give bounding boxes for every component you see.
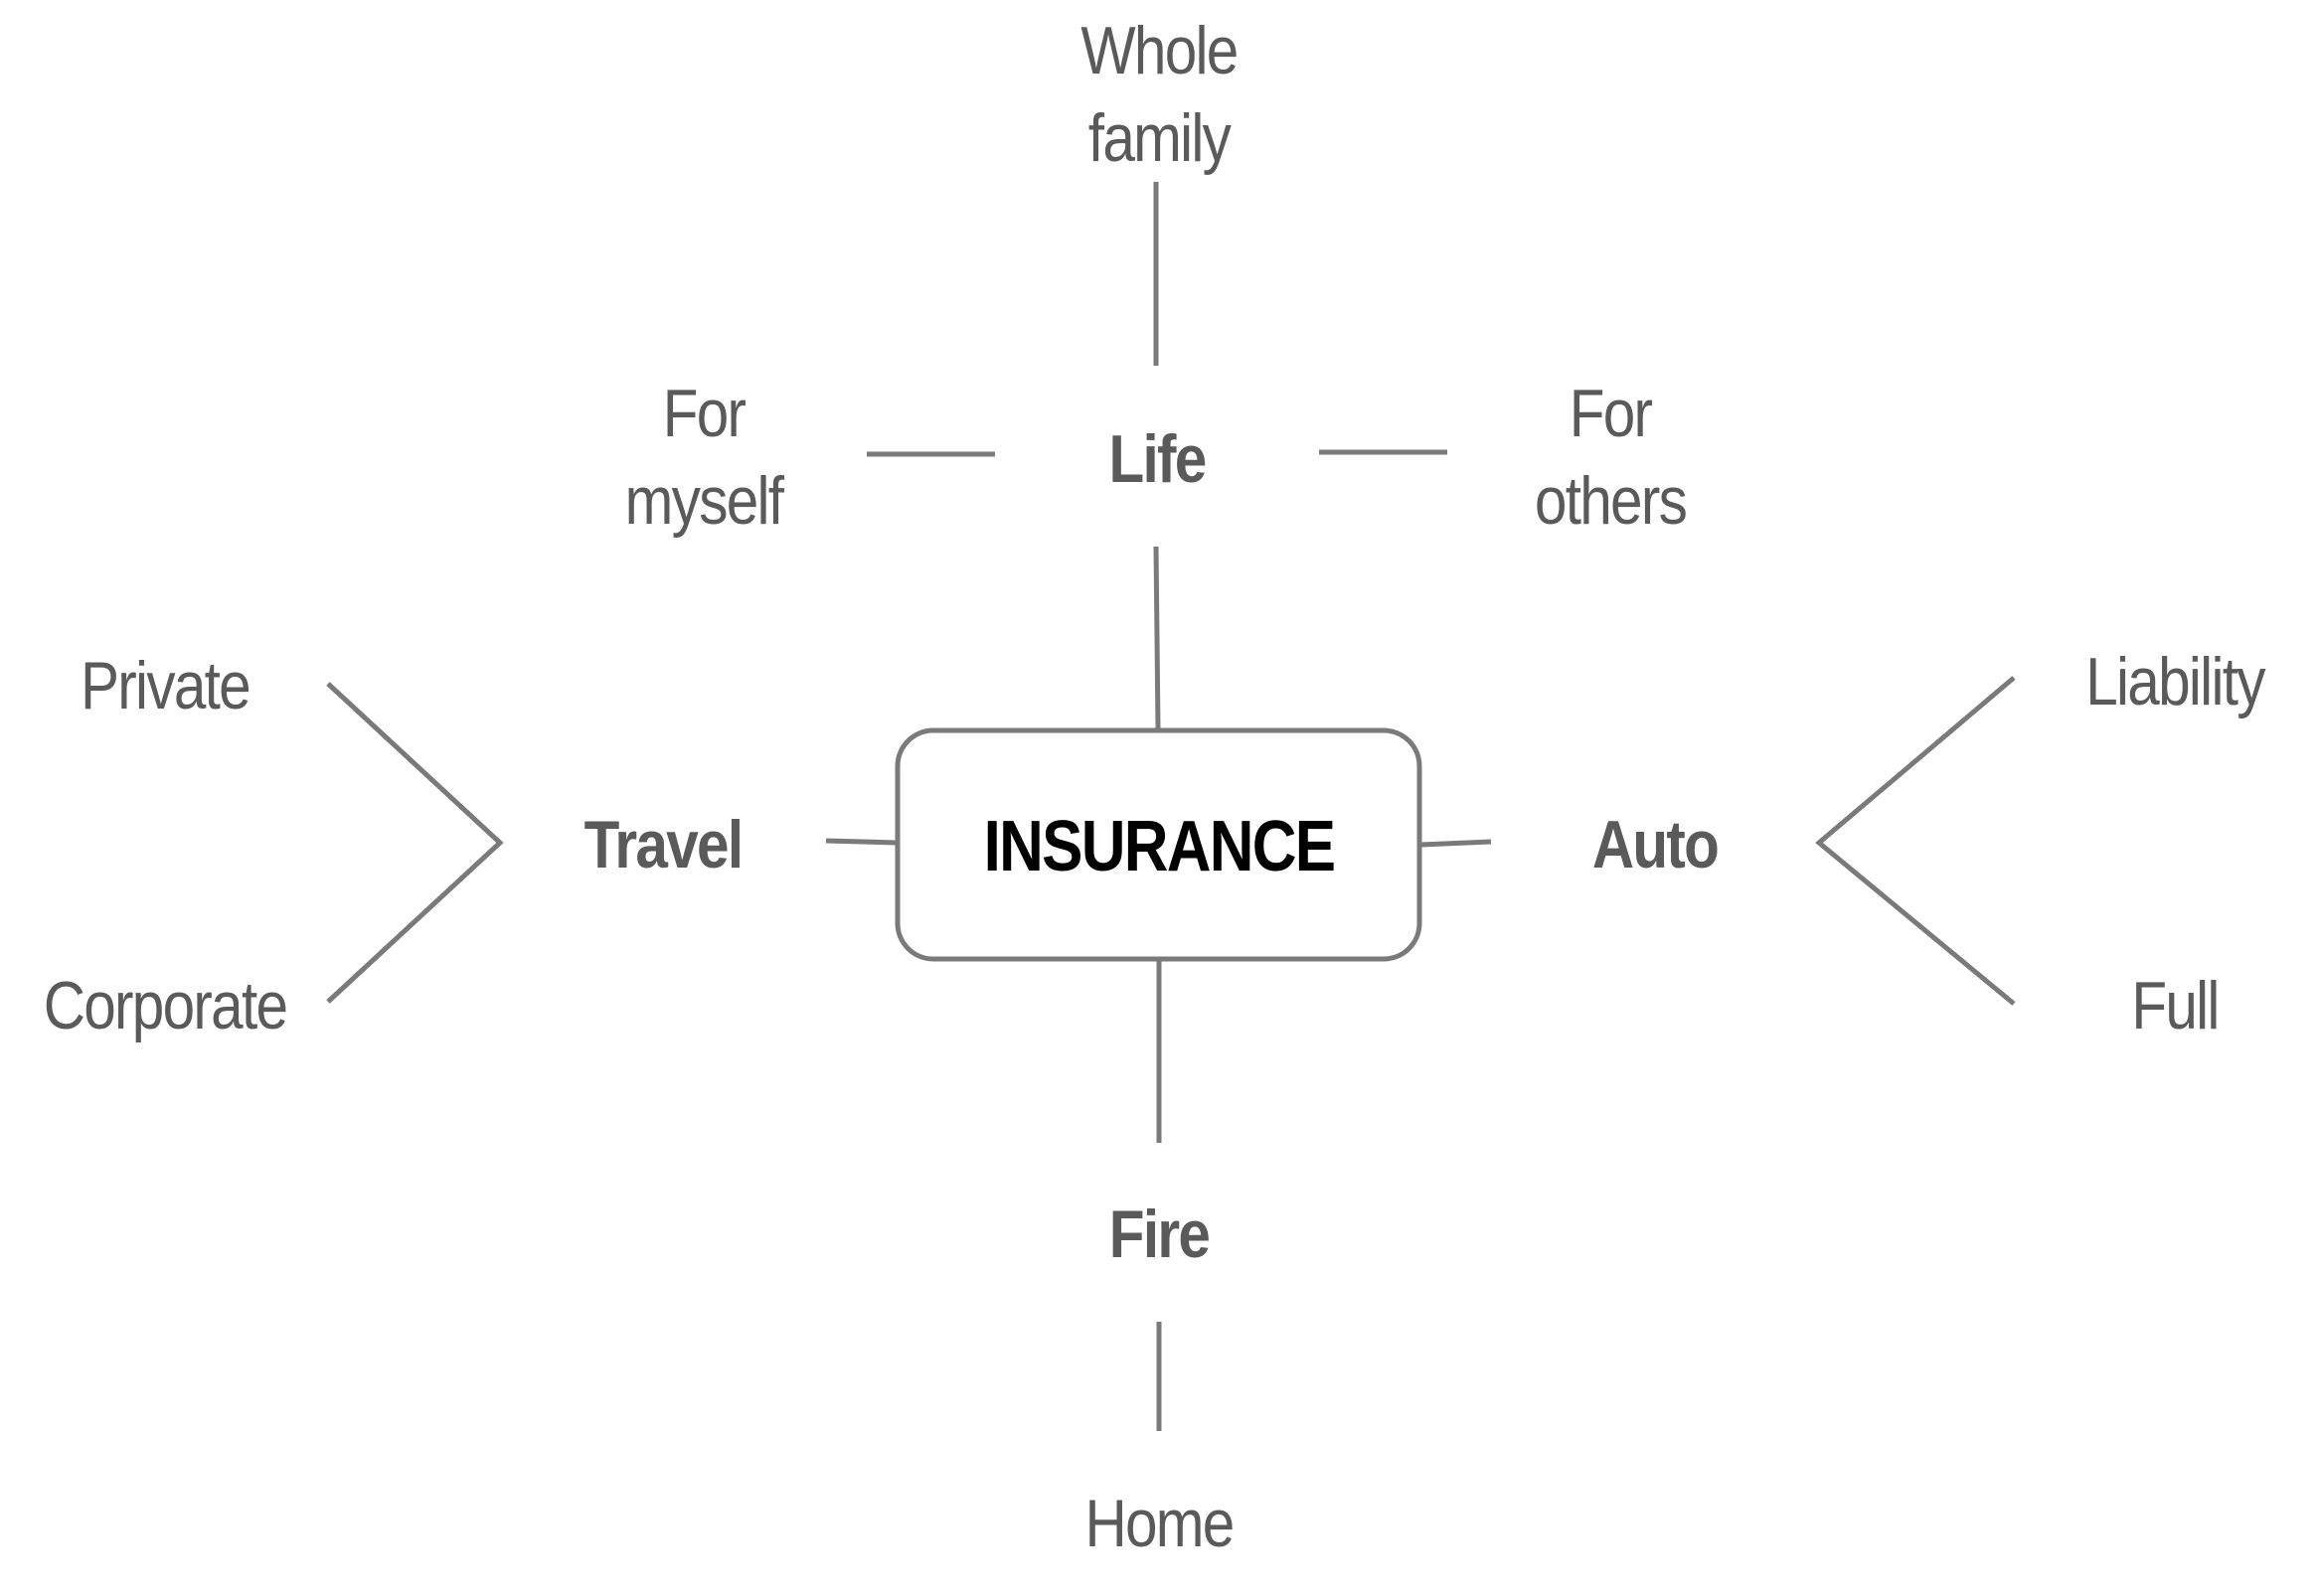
branch-life-label: Life <box>1108 421 1207 497</box>
leaf-corporate-label: Corporate <box>43 968 288 1043</box>
leaf-whole-family-label: Whole family <box>1080 13 1239 176</box>
leaf-private-label: Private <box>81 648 251 723</box>
branch-fire-label: Fire <box>1108 1197 1211 1272</box>
branch-travel-label: Travel <box>583 807 744 882</box>
root-node-box <box>895 727 1422 962</box>
connector-root-auto <box>1419 839 1492 848</box>
leaf-liability-label: Liability <box>2085 644 2265 719</box>
connector-travel-leaves <box>326 682 504 1004</box>
leaf-home-label: Home <box>1084 1486 1235 1561</box>
root-node-label: INSURANCE <box>983 807 1336 886</box>
connector-root-travel <box>825 838 898 846</box>
leaf-for-others-label: For others <box>1534 376 1688 539</box>
branch-auto-label: Auto <box>1591 807 1720 882</box>
leaf-full-label: Full <box>2131 968 2220 1043</box>
leaf-for-myself-label: For myself <box>624 376 784 539</box>
connector-root-life <box>1153 546 1161 730</box>
connector-auto-leaves <box>1815 676 2016 1006</box>
